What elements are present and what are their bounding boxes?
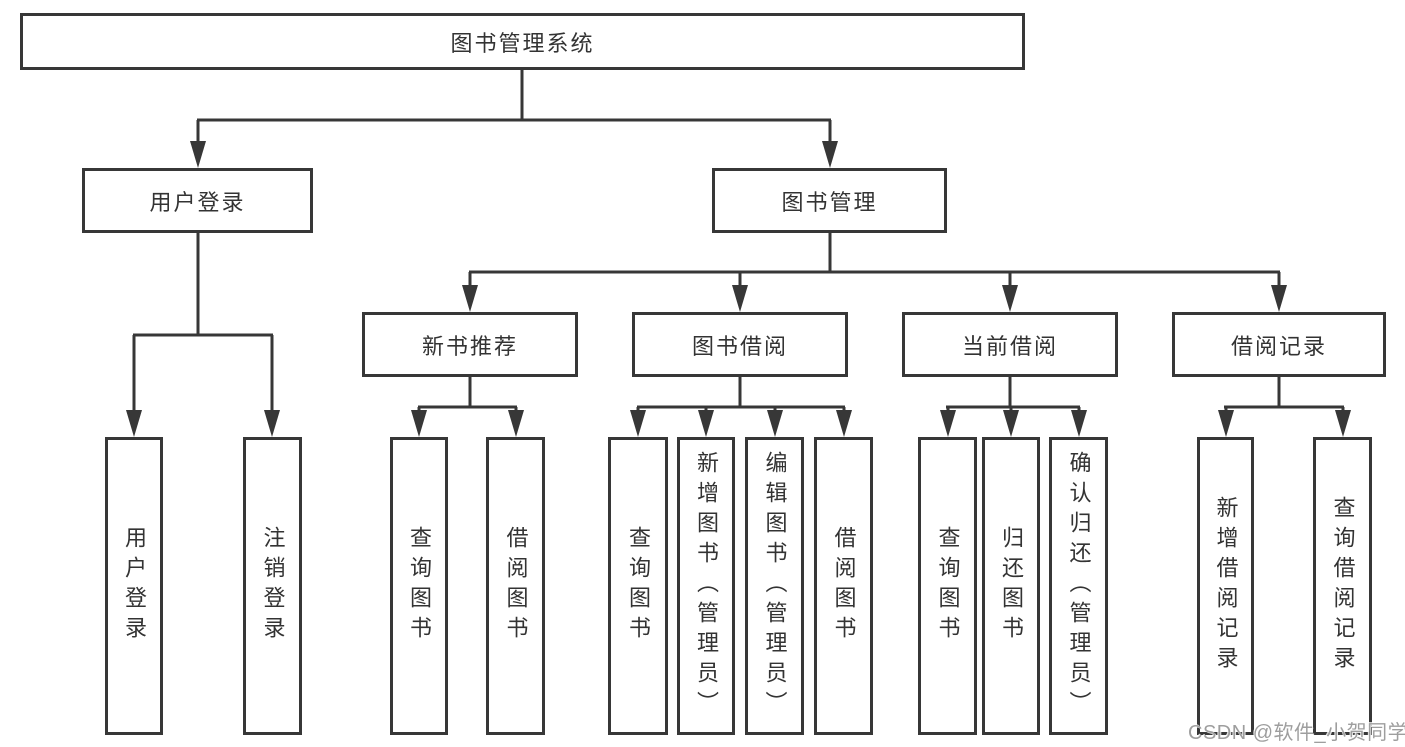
arrow-down-icon [1002,285,1018,312]
node-new-book-recommend: 新书推荐 [362,312,578,377]
leaf-user-login: 用户登录 [105,437,163,735]
arrow-down-icon [1218,410,1234,437]
leaf-borrow-books-1: 借阅图书 [486,437,545,735]
arrow-down-icon [767,410,783,437]
arrow-down-icon [264,410,280,437]
arrow-down-icon [836,410,852,437]
leaf-add-borrow-record: 新增借阅记录 [1197,437,1254,735]
arrow-down-icon [1003,410,1019,437]
leaf-logout: 注销登录 [243,437,302,735]
arrow-down-icon [732,285,748,312]
arrow-down-icon [462,285,478,312]
leaf-return-books: 归还图书 [982,437,1040,735]
node-user-login: 用户登录 [82,168,313,233]
arrow-down-icon [822,141,838,168]
arrow-down-icon [1335,410,1351,437]
arrow-down-icon [126,410,142,437]
arrow-down-icon [1071,410,1087,437]
leaf-query-borrow-record: 查询借阅记录 [1313,437,1372,735]
arrow-down-icon [411,410,427,437]
arrow-down-icon [630,410,646,437]
leaf-edit-books-admin: 编辑图书（管理员） [745,437,804,735]
node-book-borrow: 图书借阅 [632,312,848,377]
leaf-query-books-1: 查询图书 [390,437,448,735]
node-root-system: 图书管理系统 [20,13,1025,70]
leaf-query-books-3: 查询图书 [918,437,977,735]
arrow-down-icon [940,410,956,437]
node-borrow-records: 借阅记录 [1172,312,1386,377]
leaf-confirm-return-admin: 确认归还（管理员） [1049,437,1108,735]
arrow-down-icon [1271,285,1287,312]
leaf-add-books-admin: 新增图书（管理员） [677,437,735,735]
arrow-down-icon [508,410,524,437]
leaf-query-books-2: 查询图书 [608,437,668,735]
csdn-watermark: CSDN @软件_小贺同学 [1188,722,1405,744]
node-current-borrow: 当前借阅 [902,312,1118,377]
arrow-down-icon [698,410,714,437]
arrow-down-icons [126,141,1351,437]
leaf-borrow-books-2: 借阅图书 [814,437,873,735]
node-book-management: 图书管理 [712,168,947,233]
arrow-down-icon [190,141,206,168]
